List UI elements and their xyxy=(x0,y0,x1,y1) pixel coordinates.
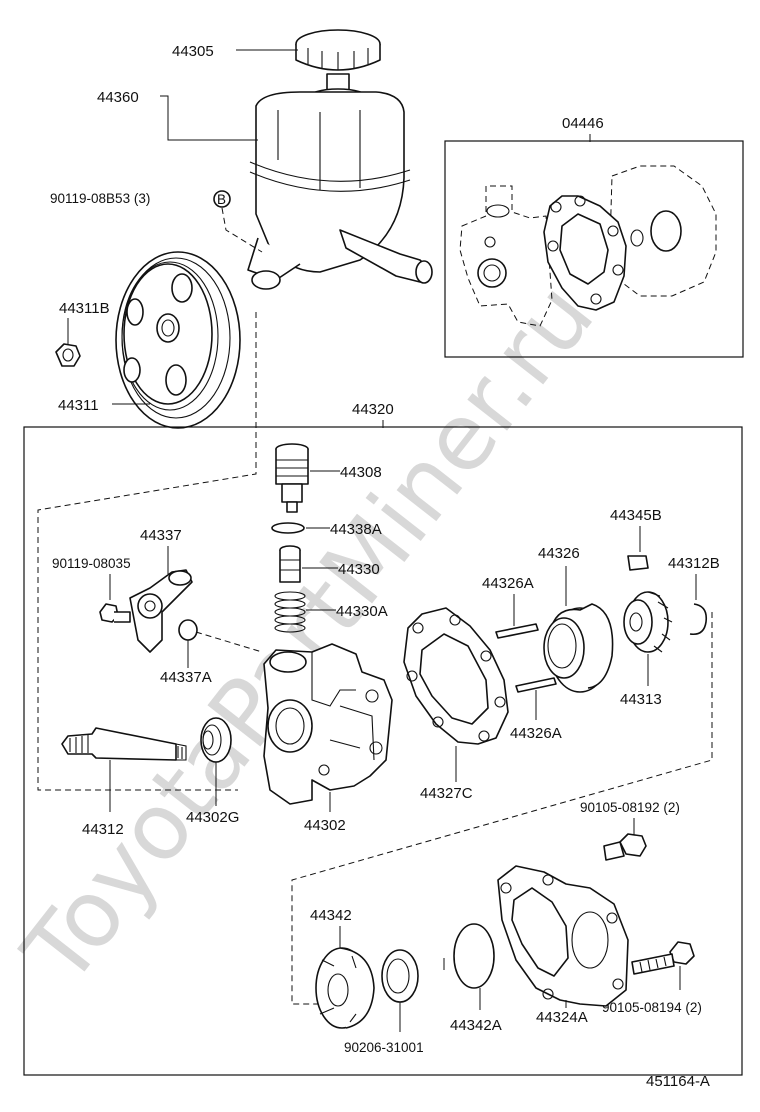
side-plate[interactable] xyxy=(315,947,375,1029)
pump-housing[interactable] xyxy=(263,643,393,805)
kit-box xyxy=(444,140,744,358)
pulley[interactable] xyxy=(115,251,241,429)
rear-cover[interactable] xyxy=(497,865,629,1007)
label-bolt-cover-bottom: 90105-08194 (2) xyxy=(602,1000,702,1015)
union[interactable] xyxy=(129,569,193,653)
label-nut: 44311B xyxy=(59,300,110,317)
pin-bottom[interactable] xyxy=(515,677,557,693)
label-bolt-cover-top: 90105-08192 (2) xyxy=(580,800,680,815)
rotor[interactable] xyxy=(623,591,673,653)
gasket-front[interactable] xyxy=(403,607,509,745)
o-ring-valve[interactable] xyxy=(271,522,305,534)
label-cap: 44305 xyxy=(172,43,214,60)
bolt-marker xyxy=(213,190,231,208)
label-snap-ring: 44312B xyxy=(668,555,720,572)
label-kit: 04446 xyxy=(562,115,604,132)
pin-top[interactable] xyxy=(495,623,539,639)
valve[interactable] xyxy=(279,545,301,583)
cam-ring[interactable] xyxy=(543,603,614,693)
label-o-ring-valve: 44338A xyxy=(330,521,382,538)
nut[interactable] xyxy=(55,343,81,367)
label-cam-ring: 44326 xyxy=(538,545,580,562)
reservoir-tank[interactable] xyxy=(247,88,433,290)
label-o-ring-plate: 44342A xyxy=(450,1017,502,1034)
bolt-cover-top[interactable] xyxy=(603,833,647,861)
o-ring-union[interactable] xyxy=(178,619,198,641)
spring[interactable] xyxy=(274,591,306,633)
label-housing: 44302 xyxy=(304,817,346,834)
label-rear-cover: 44324A xyxy=(536,1009,588,1026)
label-union: 44337 xyxy=(140,527,182,544)
label-valve: 44330 xyxy=(338,561,380,578)
o-ring-plate[interactable] xyxy=(453,923,495,989)
valve-plug[interactable] xyxy=(275,443,309,513)
label-reservoir: 44360 xyxy=(97,89,139,106)
vane[interactable] xyxy=(627,555,649,571)
bolt-union[interactable] xyxy=(99,603,131,623)
label-gasket-front: 44327C xyxy=(420,785,473,802)
bolt-marker-letter: B xyxy=(217,192,226,207)
label-washer: 90206-31001 xyxy=(344,1040,424,1055)
label-bolt-reservoir: 90119-08B53 (3) xyxy=(50,191,150,206)
label-oil-seal: 44302G xyxy=(186,809,239,826)
pump-assy-box xyxy=(23,426,743,1076)
bolt-cover-bottom[interactable] xyxy=(631,941,695,975)
reservoir-cap[interactable] xyxy=(295,29,381,97)
kit-gasket[interactable] xyxy=(543,195,627,311)
label-pin-bottom: 44326A xyxy=(510,725,562,742)
label-vane: 44345B xyxy=(610,507,662,524)
label-pulley: 44311 xyxy=(58,397,99,414)
label-spring: 44330A xyxy=(336,603,388,620)
label-valve-plug: 44308 xyxy=(340,464,382,481)
label-bolt-union: 90119-08035 xyxy=(52,556,131,571)
oil-seal[interactable] xyxy=(200,717,232,763)
washer[interactable] xyxy=(381,949,419,1003)
label-pin-top: 44326A xyxy=(482,575,534,592)
label-rotor: 44313 xyxy=(620,691,662,708)
label-side-plate: 44342 xyxy=(310,907,352,924)
snap-ring[interactable] xyxy=(689,603,708,636)
label-pump-assy: 44320 xyxy=(352,401,394,418)
shaft[interactable] xyxy=(61,727,187,761)
label-shaft: 44312 xyxy=(82,821,124,838)
diagram-code: 451164-A xyxy=(646,1073,710,1090)
label-o-ring-union: 44337A xyxy=(160,669,212,686)
